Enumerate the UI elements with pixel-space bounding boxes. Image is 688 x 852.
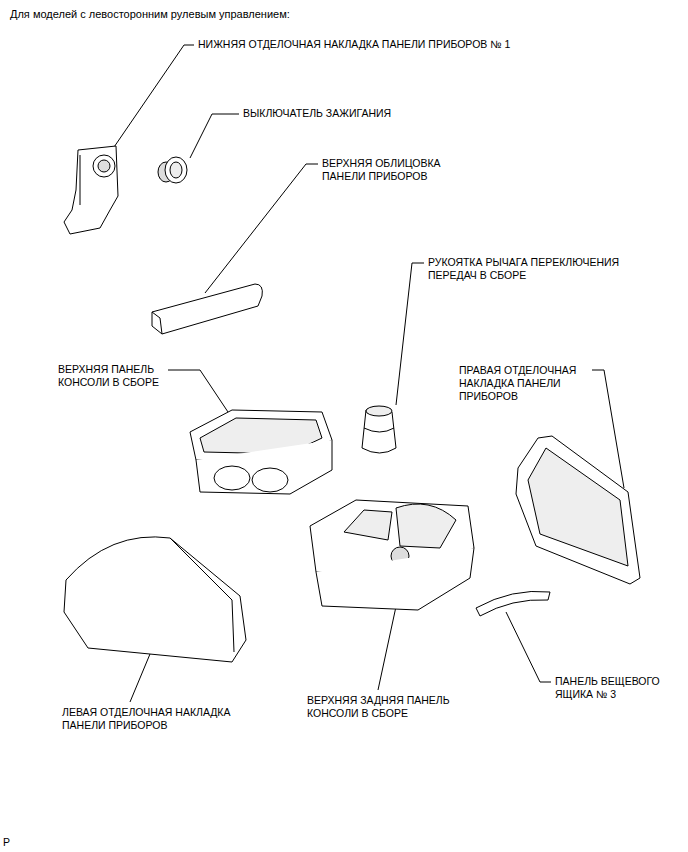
part-label: РУКОЯТКА РЫЧАГА ПЕРЕКЛЮЧЕНИЯ ПЕРЕДАЧ В С… — [428, 256, 643, 282]
part-label: ВЕРХНЯЯ ЗАДНЯЯ ПАНЕЛЬ КОНСОЛИ В СБОРЕ — [307, 694, 472, 720]
left-trim-panel — [64, 537, 246, 662]
part-label: ВЕРХНЯЯ ОБЛИЦОВКА ПАНЕЛИ ПРИБОРОВ — [322, 157, 462, 183]
console-upper-panel — [190, 410, 332, 494]
leader-line — [396, 263, 424, 405]
part-label: ПРАВАЯ ОТДЕЛОЧНАЯ НАКЛАДКА ПАНЕЛИ ПРИБОР… — [459, 364, 591, 403]
leader-line — [190, 114, 239, 158]
leader-line — [506, 612, 551, 682]
leader-line — [168, 370, 232, 418]
rear-console-panel — [310, 500, 474, 610]
part-label: ПАНЕЛЬ ВЕЩЕВОГО ЯЩИКА № 3 — [555, 675, 675, 701]
right-trim-panel — [516, 436, 640, 584]
part-label: ВЫКЛЮЧАТЕЛЬ ЗАЖИГАНИЯ — [243, 107, 391, 120]
upper-cover — [152, 284, 262, 334]
shift-knob — [362, 406, 396, 453]
ignition-switch — [158, 157, 187, 183]
lower-trim-panel — [64, 146, 118, 234]
leader-line — [112, 45, 194, 150]
part-label: НИЖНЯЯ ОТДЕЛОЧНАЯ НАКЛАДКА ПАНЕЛИ ПРИБОР… — [198, 38, 510, 51]
watermark: P — [3, 836, 10, 849]
leader-line — [205, 164, 318, 293]
part-label: ВЕРХНЯЯ ПАНЕЛЬ КОНСОЛИ В СБОРЕ — [58, 363, 183, 389]
part-label: ЛЕВАЯ ОТДЕЛОЧНАЯ НАКЛАДКА ПАНЕЛИ ПРИБОРО… — [62, 706, 247, 732]
diagram-title: Для моделей с левосторонним рулевым упра… — [10, 8, 290, 21]
glove-box-panel — [476, 591, 550, 616]
